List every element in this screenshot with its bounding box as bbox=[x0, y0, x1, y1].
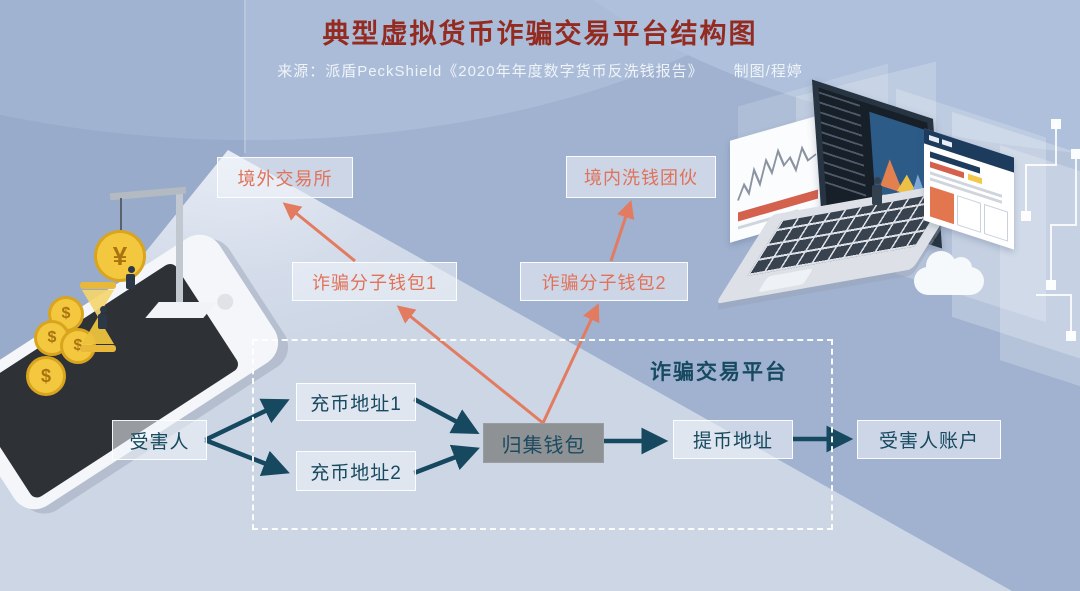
circuit-icon bbox=[1021, 119, 1080, 341]
page-title: 典型虚拟货币诈骗交易平台结构图 bbox=[322, 19, 758, 49]
node-offshore-exchange: 境外交易所 bbox=[217, 157, 353, 198]
node-deposit-address-1: 充币地址1 bbox=[296, 383, 416, 421]
crane-pole-icon bbox=[176, 188, 183, 310]
laptop-illustration bbox=[700, 61, 1080, 396]
node-withdrawal-address: 提币地址 bbox=[673, 420, 793, 459]
crane-hook bbox=[120, 198, 122, 232]
credit-text: 制图/程婷 bbox=[733, 63, 803, 80]
subtitle-row: 来源：派盾PeckShield《2020年年度数字货币反洗钱报告》 制图/程婷 bbox=[0, 60, 1080, 81]
source-text: 来源：派盾PeckShield《2020年年度数字货币反洗钱报告》 bbox=[277, 63, 704, 80]
node-fraud-wallet-1: 诈骗分子钱包1 bbox=[292, 262, 457, 301]
phone-illustration: ¥ $ $ $ $ bbox=[0, 180, 288, 519]
person-icon bbox=[872, 177, 882, 205]
hourglass-icon bbox=[80, 282, 116, 352]
node-collection-wallet: 归集钱包 bbox=[483, 423, 604, 463]
platform-label: 诈骗交易平台 bbox=[650, 361, 788, 384]
node-victim: 受害人 bbox=[112, 420, 207, 460]
node-fraud-wallet-2: 诈骗分子钱包2 bbox=[520, 262, 688, 301]
phone-home-button bbox=[214, 290, 237, 313]
coin-icon: $ bbox=[26, 356, 66, 396]
node-domestic-laundering-gang: 境内洗钱团伙 bbox=[566, 156, 716, 198]
fraud-platform-boundary bbox=[252, 339, 833, 530]
coin-icon: ¥ bbox=[94, 230, 146, 282]
person-icon bbox=[98, 306, 108, 329]
person-icon bbox=[126, 266, 136, 289]
cloud-icon bbox=[914, 251, 984, 295]
node-deposit-address-2: 充币地址2 bbox=[296, 451, 416, 491]
node-victim-account: 受害人账户 bbox=[857, 420, 1001, 459]
wall-corner-line bbox=[244, 0, 246, 153]
